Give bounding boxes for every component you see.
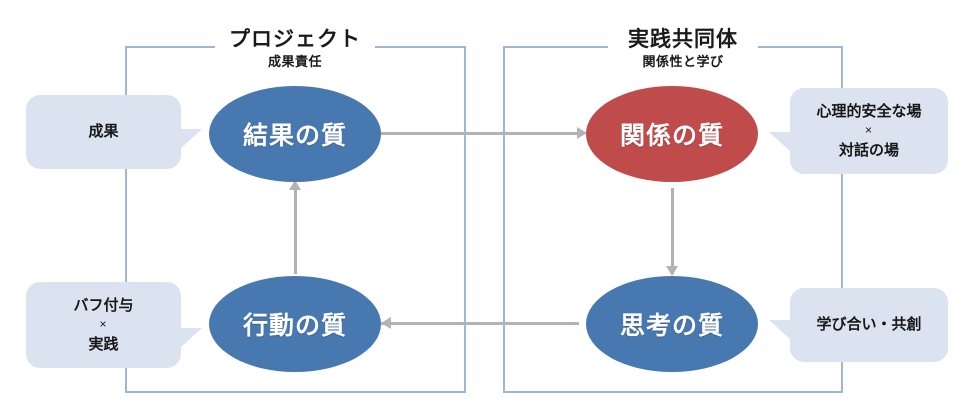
callout-results-line-1: 成果 <box>88 123 119 141</box>
callout-mutual-learning-line-1: 学び合い・共創 <box>816 316 922 334</box>
node-quality-of-results[interactable]: 結果の質 <box>209 86 381 182</box>
node-quality-of-thinking[interactable]: 思考の質 <box>586 276 758 372</box>
group-title-project-sub: 成果責任 <box>267 54 322 70</box>
callout-buff-practice-line-3: 実践 <box>88 335 119 353</box>
arrow-kankei-to-shiko-head-icon <box>666 266 678 276</box>
arrow-kodo-to-kekka-head-icon <box>289 180 301 190</box>
callout-buff-practice-line-1: バフ付与 <box>73 296 134 314</box>
arrow-kankei-to-shiko-line <box>671 188 674 274</box>
node-quality-of-relationships[interactable]: 関係の質 <box>586 86 758 182</box>
callout-buff-practice-line-2: × <box>99 317 108 332</box>
arrow-kekka-to-kankei-head-icon <box>577 127 587 139</box>
node-quality-of-results-label: 結果の質 <box>242 122 347 150</box>
arrow-kodo-to-kekka-line <box>294 188 297 274</box>
callout-psychological-safety-line-3: 対話の場 <box>838 141 899 159</box>
callout-results: 成果 <box>26 95 202 169</box>
group-title-community-sub: 関係性と学び <box>642 54 724 70</box>
group-title-project-main: プロジェクト <box>229 28 361 51</box>
group-title-community-main: 実践共同体 <box>628 28 738 51</box>
callout-psychological-safety-line-1: 心理的安全な場 <box>816 102 922 120</box>
node-quality-of-actions[interactable]: 行動の質 <box>209 276 381 372</box>
group-title-community: 実践共同体 関係性と学び <box>583 28 783 70</box>
callout-psychological-safety: 心理的安全な場 × 対話の場 <box>769 88 948 174</box>
callout-mutual-learning: 学び合い・共創 <box>769 288 948 362</box>
frame-title-mask-right <box>608 32 758 62</box>
group-title-project: プロジェクト 成果責任 <box>195 28 395 70</box>
node-quality-of-actions-label: 行動の質 <box>242 312 347 340</box>
arrow-shiko-to-kodo-line <box>381 322 579 325</box>
node-quality-of-relationships-label: 関係の質 <box>619 122 724 150</box>
arrow-shiko-to-kodo-head-icon <box>381 317 391 329</box>
arrow-kekka-to-kankei-line <box>381 132 579 135</box>
callout-psychological-safety-line-2: × <box>864 123 873 138</box>
callout-buff-practice: バフ付与 × 実践 <box>26 282 202 368</box>
frame-title-mask-left <box>215 32 375 62</box>
node-quality-of-thinking-label: 思考の質 <box>619 312 724 340</box>
